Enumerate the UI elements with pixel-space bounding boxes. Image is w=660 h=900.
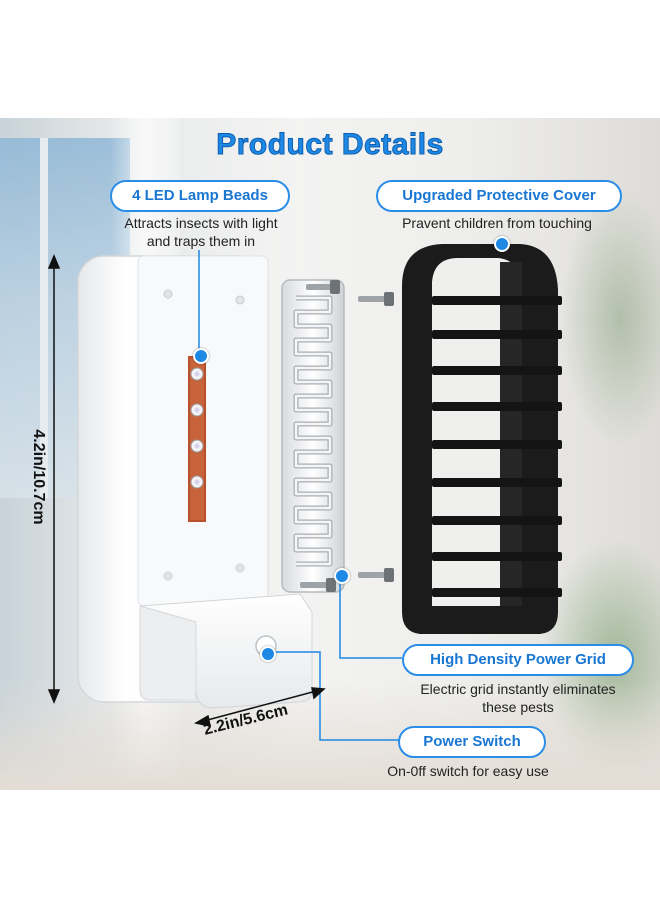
- cover-description: Pravent children from touching: [402, 215, 592, 231]
- grid-description-line-1: Electric grid instantly eliminates: [420, 681, 616, 697]
- switch-description: On-0ff switch for easy use: [387, 763, 549, 779]
- led-bead: [190, 475, 204, 489]
- led-bead: [190, 367, 204, 381]
- switch-label-pill: Power Switch: [398, 726, 546, 758]
- grid-marker-dot: [334, 568, 350, 584]
- dimension-lines: [47, 254, 326, 727]
- cover-marker-dot: [494, 236, 510, 252]
- led-bead: [190, 439, 204, 453]
- led-marker-dot: [193, 348, 209, 364]
- grid-label-pill: High Density Power Grid: [402, 644, 634, 676]
- protective-cover: [402, 244, 562, 634]
- led-strip: [188, 356, 206, 522]
- cover-label-pill: Upgraded Protective Cover: [376, 180, 622, 212]
- power-grid: [281, 279, 345, 593]
- screw: [306, 280, 340, 294]
- screw: [300, 578, 336, 592]
- led-label-pill: 4 LED Lamp Beads: [110, 180, 290, 212]
- led-description-line-2: and traps them in: [146, 233, 256, 249]
- led-bead: [190, 403, 204, 417]
- page-title: Product Details: [216, 128, 444, 162]
- plant-background: [560, 188, 660, 448]
- height-dimension-label: 4.2in/10.7cm: [30, 429, 47, 525]
- screw: [358, 568, 394, 582]
- leader-lines: [198, 236, 501, 741]
- led-description-line-1: Attracts insects with light: [124, 215, 278, 231]
- device-base: [139, 593, 313, 709]
- switch-marker-dot: [260, 646, 276, 662]
- grid-description-line-2: these pests: [482, 699, 554, 715]
- screw: [358, 292, 394, 306]
